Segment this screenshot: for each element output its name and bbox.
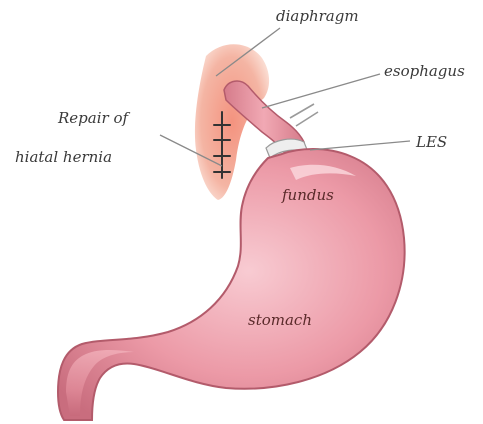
label-fundus: fundus (282, 188, 334, 203)
label-esophagus: esophagus (384, 64, 465, 79)
les-marks (290, 104, 318, 126)
stomach-body (58, 149, 405, 420)
label-les: LES (416, 135, 447, 150)
label-repair-line1: Repair of (58, 111, 128, 126)
label-diaphragm: diaphragm (276, 9, 359, 24)
label-repair-line2: hiatal hernia (15, 150, 112, 165)
label-stomach: stomach (248, 313, 312, 328)
